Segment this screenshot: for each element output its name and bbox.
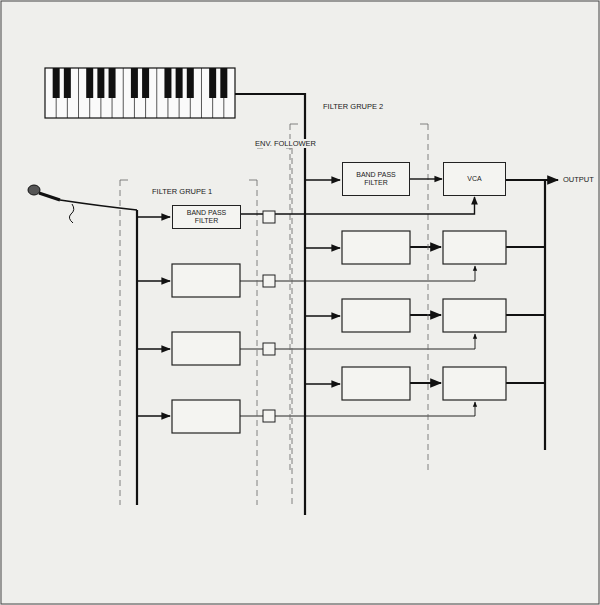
env-follower-square [263,343,275,355]
env-follower-square [263,410,275,422]
group-label: FILTER GRUPE 1 [151,187,213,196]
black-key [187,68,194,98]
box-text: BAND PASS FILTER [175,209,238,225]
black-key [209,68,216,98]
white-key-edge [156,68,157,118]
vca-box: VCA [443,162,506,196]
black-key [64,68,71,98]
filter-box: BAND PASS FILTER [342,162,410,196]
black-key [97,68,104,98]
black-key [164,68,171,98]
white-key-edge [123,68,124,118]
black-key [220,68,227,98]
black-key [176,68,183,98]
box-text: BAND PASS FILTER [345,171,407,187]
keyboard-body [45,68,235,118]
signal-connector [410,178,442,179]
black-key [53,68,60,98]
white-key-edge [78,68,79,118]
microphone-symbol [28,185,137,223]
filter-box: BAND PASS FILTER [172,205,241,229]
signal-connector [241,197,475,214]
black-key [142,68,149,98]
signal-wires [137,94,558,515]
group-label: FILTER GRUPE 2 [322,102,384,111]
black-key [86,68,93,98]
group-label: ENV. FOLLOWER [254,139,317,148]
black-key [131,68,138,98]
group-label: OUTPUT [562,175,595,184]
black-key [109,68,116,98]
box-text: VCA [467,175,481,183]
empty-boxes [172,231,506,433]
group-brackets [120,124,428,505]
env-follower-square [263,275,275,287]
env-follower-square [263,211,275,223]
white-key-edge [201,68,202,118]
keyboard-symbol [45,68,235,118]
